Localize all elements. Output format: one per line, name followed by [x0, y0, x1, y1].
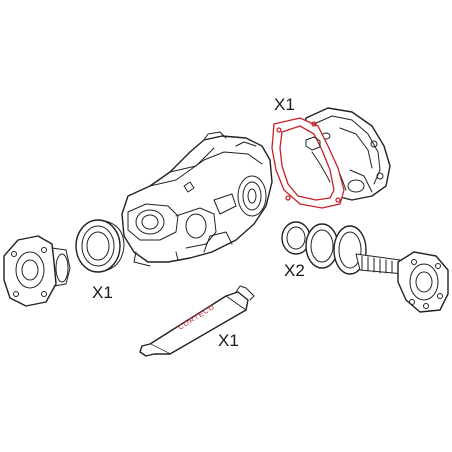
differential-housing: [121, 131, 273, 267]
sealant-qty-label: X1: [218, 331, 239, 350]
axle-seals-qty-label: X2: [284, 261, 305, 280]
cover-gasket-qty-label: X1: [274, 95, 295, 114]
output-flange-shaft: [355, 251, 449, 313]
input-seal-qty-label: X1: [92, 283, 113, 302]
cover-gasket: [271, 117, 345, 209]
input-flange: [3, 235, 71, 307]
input-shaft-seal: [75, 219, 125, 273]
